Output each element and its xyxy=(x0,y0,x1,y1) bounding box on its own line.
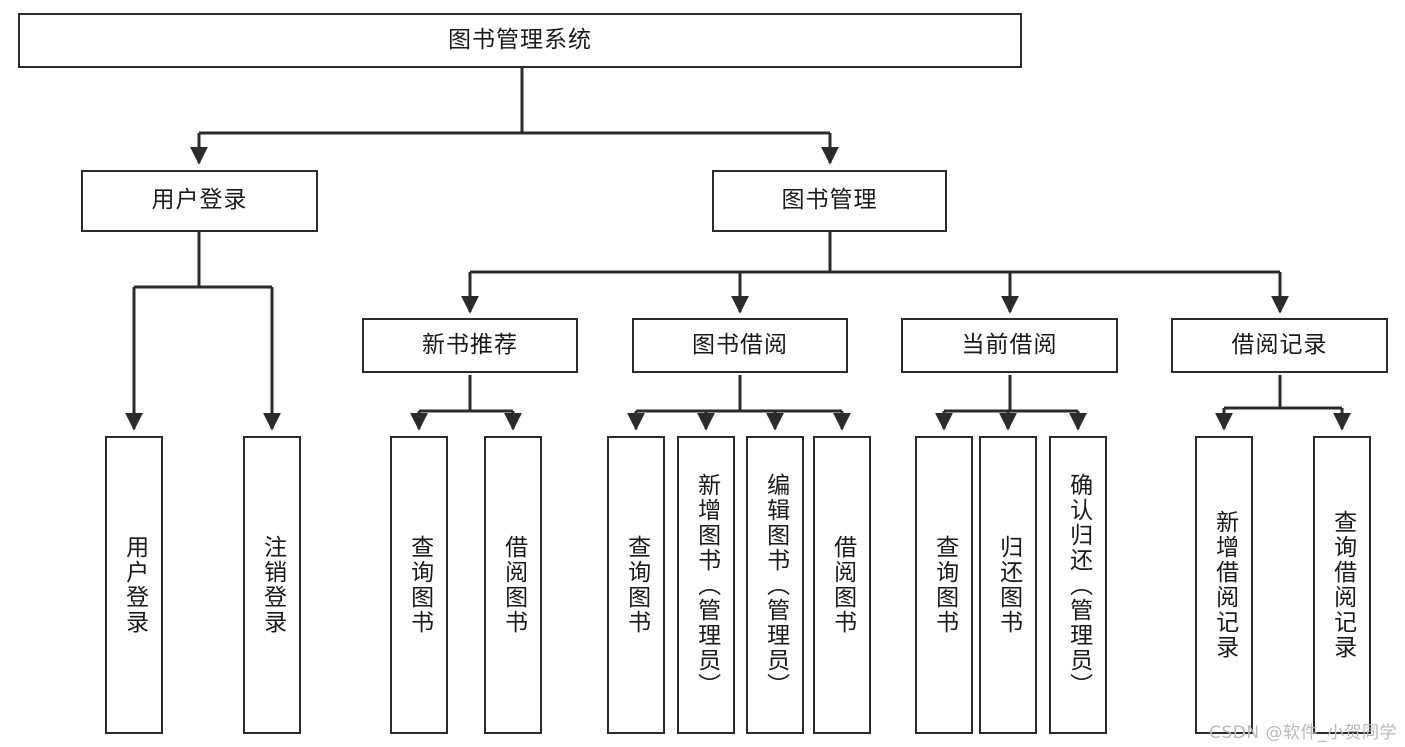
node-leaf-add-book-admin[interactable]: 新增图书（管理员） xyxy=(677,436,735,734)
node-leaf-return-book[interactable]: 归还图书 xyxy=(979,436,1037,734)
node-label: 借阅记录 xyxy=(1231,331,1328,358)
node-label: 用户登录 xyxy=(121,535,148,635)
node-label: 当前借阅 xyxy=(961,331,1058,358)
node-root-system[interactable]: 图书管理系统 xyxy=(18,13,1022,68)
node-book-management[interactable]: 图书管理 xyxy=(712,170,947,232)
node-leaf-user-login[interactable]: 用户登录 xyxy=(105,436,163,734)
node-label: 新书推荐 xyxy=(422,331,518,358)
node-label: 编辑图书（管理员） xyxy=(762,472,789,698)
node-user-login[interactable]: 用户登录 xyxy=(81,170,318,232)
node-label: 查询图书 xyxy=(931,535,958,635)
node-label: 借阅图书 xyxy=(500,535,527,635)
node-leaf-logout[interactable]: 注销登录 xyxy=(243,436,301,734)
node-leaf-borrow-book[interactable]: 借阅图书 xyxy=(813,436,871,734)
node-label: 归还图书 xyxy=(995,535,1022,635)
node-label: 查询图书 xyxy=(623,535,650,635)
node-label: 新增借阅记录 xyxy=(1211,510,1238,660)
node-leaf-add-borrow-record[interactable]: 新增借阅记录 xyxy=(1195,436,1253,734)
node-current-borrow[interactable]: 当前借阅 xyxy=(901,318,1118,373)
node-label: 用户登录 xyxy=(151,187,248,214)
node-label: 图书管理系统 xyxy=(448,26,592,53)
node-leaf-query-book-recommend[interactable]: 查询图书 xyxy=(390,436,448,734)
node-leaf-query-book-current[interactable]: 查询图书 xyxy=(915,436,973,734)
node-new-book-recommend[interactable]: 新书推荐 xyxy=(362,318,578,373)
node-label: 查询借阅记录 xyxy=(1329,510,1356,660)
node-leaf-confirm-return-admin[interactable]: 确认归还（管理员） xyxy=(1049,436,1107,734)
node-leaf-query-borrow-record[interactable]: 查询借阅记录 xyxy=(1313,436,1371,734)
node-label: 借阅图书 xyxy=(829,535,856,635)
node-label: 图书借阅 xyxy=(692,331,788,358)
node-book-borrow[interactable]: 图书借阅 xyxy=(632,318,848,373)
node-label: 注销登录 xyxy=(259,535,286,635)
node-leaf-query-book-borrow[interactable]: 查询图书 xyxy=(607,436,665,734)
node-label: 图书管理 xyxy=(781,187,878,214)
node-label: 确认归还（管理员） xyxy=(1065,472,1092,698)
node-leaf-borrow-book-recommend[interactable]: 借阅图书 xyxy=(484,436,542,734)
node-label: 新增图书（管理员） xyxy=(693,472,720,698)
node-borrow-record[interactable]: 借阅记录 xyxy=(1171,318,1388,373)
node-label: 查询图书 xyxy=(406,535,433,635)
node-leaf-edit-book-admin[interactable]: 编辑图书（管理员） xyxy=(746,436,804,734)
watermark-text: CSDN @软件_小贺同学 xyxy=(1209,723,1397,743)
